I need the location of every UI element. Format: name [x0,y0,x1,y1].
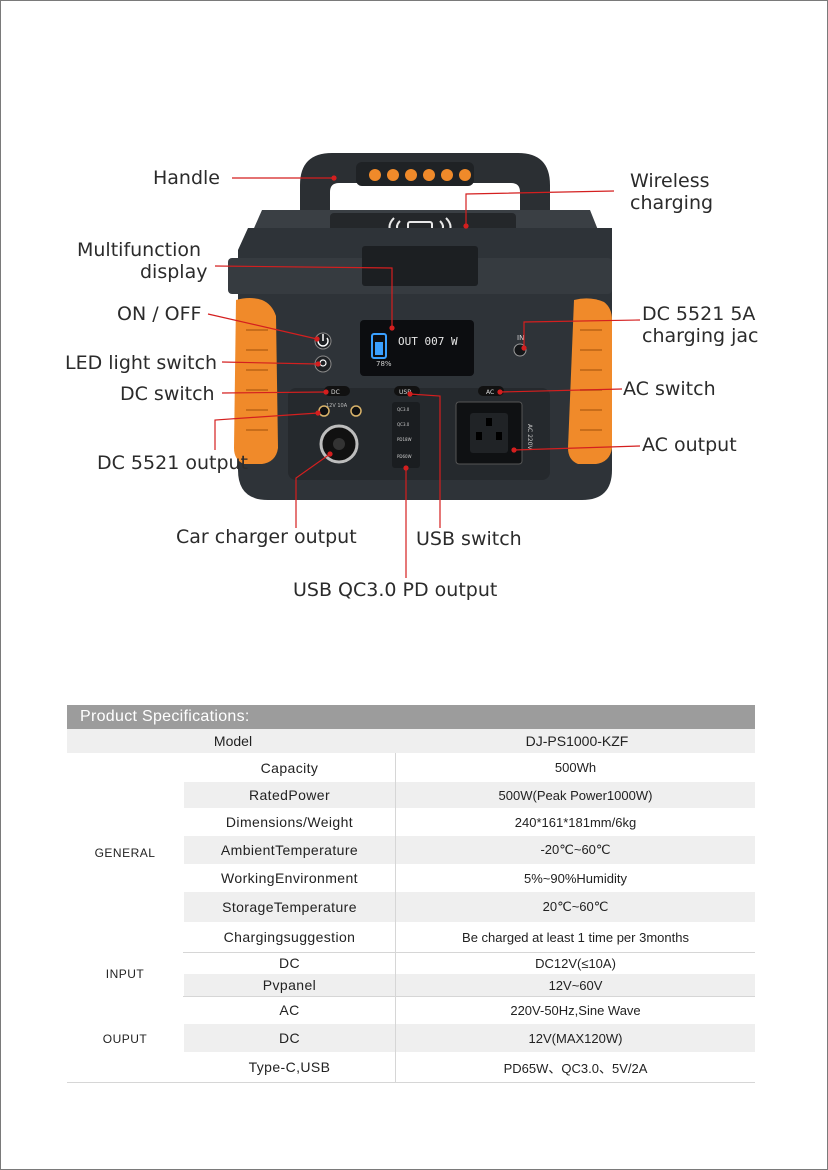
model-row: Model DJ-PS1000-KZF [67,729,755,753]
ac-button [478,386,504,396]
spec-row-value: 220V-50Hz,Sine Wave [510,1002,641,1018]
port-2-label: QC3.0 [397,422,410,427]
spec-row: DC 12V(MAX120W) [184,1024,755,1052]
spec-group-label: OUPUT [67,996,183,1082]
callout-usb-switch: USB switch [416,528,522,550]
column-divider [395,996,396,1082]
top-window [362,246,478,286]
battery-fill [375,342,383,355]
callout-display-line2: display [140,261,208,283]
spec-row-value: 240*161*181mm/6kg [514,814,637,830]
spec-row-label: AC [279,1002,300,1018]
group-divider [67,952,755,953]
spec-row: Chargingsuggestion Be charged at least 1 … [184,922,755,952]
port-3-label: PD18W [397,437,412,442]
group-divider [67,996,755,997]
dc-button [324,386,350,396]
ac-button-label: AC [486,389,494,396]
spec-row-label: StorageTemperature [222,899,357,915]
right-bumper [568,298,612,464]
spec-row-value: -20℃~60℃ [540,842,611,857]
callout-led-switch: LED light switch [65,352,218,374]
spec-row-label: Capacity [260,759,319,776]
callout-display-line1: Multifunction [77,239,202,261]
dc-button-label: DC [331,389,340,396]
in-label: IN [517,334,524,342]
spec-row-label: AmbientTemperature [220,842,359,858]
spec-row-label: Chargingsuggestion [223,929,356,945]
spec-row-value: DC12V(≤10A) [535,955,616,971]
spec-row-value: PD65W、QC3.0、5V/2A [503,1060,648,1076]
spec-group-label: INPUT [67,952,183,996]
power-station-illustration: OUT 007 W 78% IN DC USB AC 12V 10A QC3.0… [207,153,641,578]
product-diagram: OUT 007 W 78% IN DC USB AC 12V 10A QC3.0… [65,153,759,601]
callout-ac-switch: AC switch [623,378,716,400]
spec-row: Dimensions/Weight 240*161*181mm/6kg [184,808,755,836]
spec-row-label: Pvpanel [262,977,317,993]
dc-out-jack-1 [318,405,330,417]
spec-row: AmbientTemperature -20℃~60℃ [184,836,755,864]
spec-row-value: 500W(Peak Power1000W) [498,787,653,803]
spec-row-value: 12V~60V [548,977,603,993]
callout-ac-output: AC output [642,434,737,456]
port-4-label: PD60W [397,454,412,459]
group-divider [67,1082,755,1083]
spec-row: DC DC12V(≤10A) [184,952,755,974]
spec-row-label: Type-C,USB [248,1059,331,1075]
spec-row-label: RatedPower [248,787,331,803]
spec-table-title: Product Specifications: [67,705,755,729]
callout-usb-pd: USB QC3.0 PD output [293,579,498,601]
spec-row: Pvpanel 12V~60V [184,974,755,996]
spec-row: Type-C,USB PD65W、QC3.0、5V/2A [184,1052,755,1082]
usb-button [394,386,420,396]
spec-row: Capacity 500Wh [184,753,755,782]
usb-column [392,402,420,468]
spec-group-label: GENERAL [67,753,183,952]
callout-wireless-line1: Wireless [630,170,710,192]
callout-charging-jack-line2: charging jac [642,325,759,347]
model-value: DJ-PS1000-KZF [525,733,629,749]
spec-row-label: DC [278,1030,301,1046]
spec-row-value: 20℃~60℃ [542,899,609,914]
callout-dc5521-output: DC 5521 output [97,452,248,474]
display-screen [360,320,474,376]
handle-dots [369,169,471,181]
callout-dc-switch: DC switch [120,383,215,405]
spec-row: RatedPower 500W(Peak Power1000W) [184,782,755,808]
spec-row-value: 5%~90%Humidity [524,870,627,886]
callout-handle: Handle [153,167,221,189]
callout-wireless-line2: charging [630,192,714,214]
bumper-ribs [246,329,602,431]
leader-lines [207,175,641,578]
column-divider [395,952,396,996]
callout-car-charger: Car charger output [176,526,357,548]
spec-row: StorageTemperature 20℃~60℃ [184,892,755,922]
ac-rating: AC 220V [526,424,533,451]
usb-button-label: USB [399,389,411,396]
callout-charging-jack-line1: DC 5521 5A [642,303,756,325]
spec-row-label: DC [278,955,301,971]
dc-rating: 12V 10A [326,403,348,409]
callout-on-off: ON / OFF [117,303,202,325]
spec-row-label: Dimensions/Weight [225,814,354,830]
display-percent: 78% [376,360,392,368]
model-label: Model [213,733,253,749]
spec-row-value: 500Wh [554,760,597,775]
port-1-label: QC3.0 [397,407,410,412]
dc-out-jack-2 [350,405,362,417]
spec-row-label: WorkingEnvironment [221,870,358,886]
battery-glyph [371,333,387,359]
spec-row: AC 220V-50Hz,Sine Wave [184,996,755,1024]
column-divider [395,753,396,952]
spec-row-value: 12V(MAX120W) [528,1030,623,1046]
spec-row-value: Be charged at least 1 time per 3months [462,929,689,945]
display-readout: OUT 007 W [398,335,458,348]
left-bumper [234,298,278,464]
spec-row: WorkingEnvironment 5%~90%Humidity [184,864,755,892]
